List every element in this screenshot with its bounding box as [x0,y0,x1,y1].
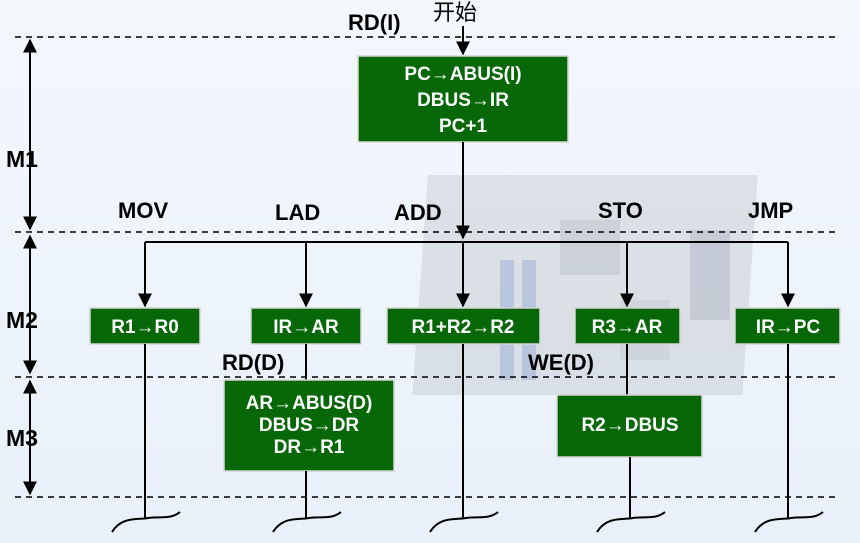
instr-name-sto: STO [598,198,643,223]
m3-lad-line-1: AR→ABUS(D) [246,393,373,414]
instr-name-lad: LAD [275,200,320,225]
phase-label-m3: M3 [6,425,38,451]
m2-text-add: R1+R2→R2 [412,317,515,338]
phase-label-m2: M2 [6,307,38,333]
instr-name-add: ADD [394,200,442,225]
m3-lad-line-3: DR→R1 [274,437,345,458]
start-label: 开始 [433,1,477,26]
m2-text-jmp: IR→PC [756,317,821,338]
m3-sto-line-1: R2→DBUS [581,415,678,436]
fetch-line-3: PC+1 [439,116,487,137]
signal-rd-d: RD(D) [222,350,284,375]
signal-we-d: WE(D) [528,350,594,375]
instr-name-mov: MOV [118,198,168,223]
signal-rd-i: RD(I) [348,10,401,35]
instr-name-jmp: JMP [748,198,793,223]
m2-text-mov: R1→R0 [111,317,179,338]
fetch-line-2: DBUS→IR [417,90,509,111]
m2-text-lad: IR→AR [273,317,339,338]
fetch-line-1: PC→ABUS(I) [404,64,521,85]
phase-label-m1: M1 [6,146,38,172]
m3-lad-line-2: DBUS→DR [259,415,360,436]
m2-text-sto: R3→AR [592,317,663,338]
